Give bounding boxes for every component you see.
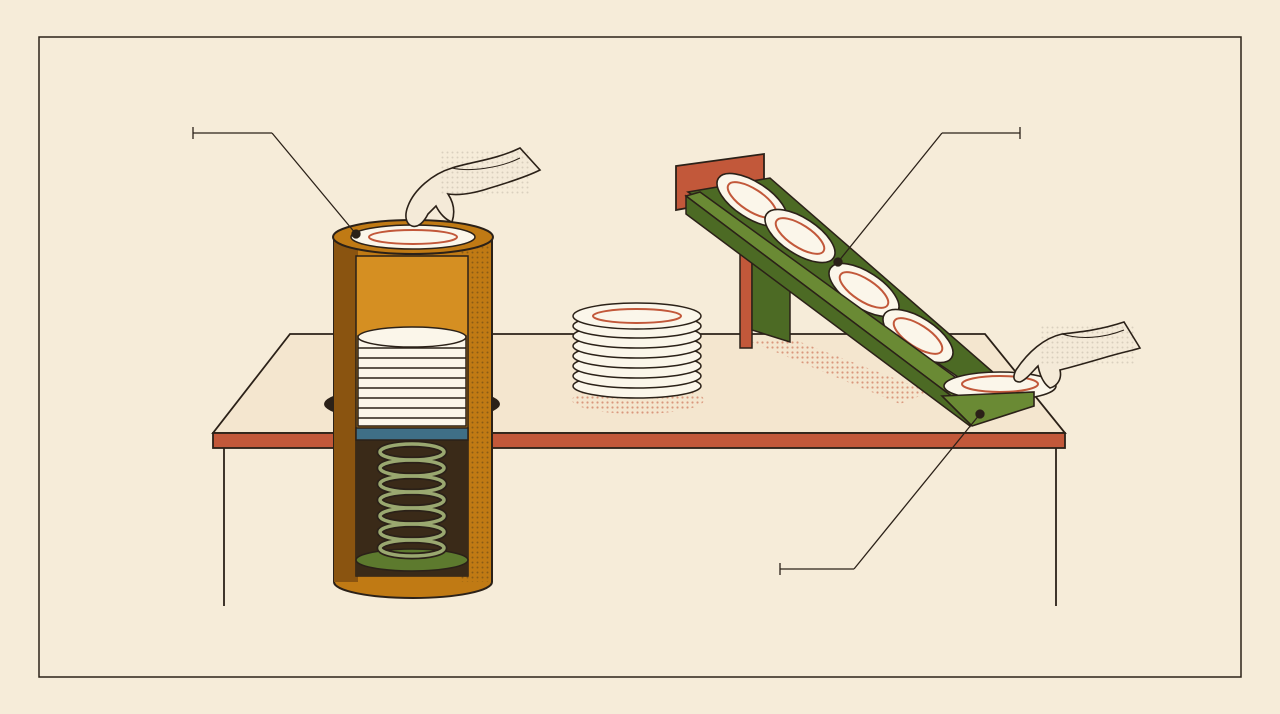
rack-shadow [752,338,930,404]
hand-lifting-plate-icon [405,147,542,228]
middle-plate-stack [572,302,704,414]
gravity-plate-rack [675,152,1057,428]
diagram-frame [38,36,1242,678]
canister-shade [334,240,358,582]
canister-plate-stack [357,326,467,427]
callout-rack-plate [833,127,1021,267]
rack-end-stop [940,391,1035,427]
spring-highlight [378,442,446,558]
spring-platform [355,427,469,441]
rack-plates [716,172,954,364]
callout-rack-end [779,409,985,575]
hand-taking-plate-icon [1013,321,1142,389]
canister-top-plate-ring [368,229,458,245]
spring-canister [332,219,494,599]
spring-base [355,548,469,572]
callout-canister-top [192,127,361,239]
